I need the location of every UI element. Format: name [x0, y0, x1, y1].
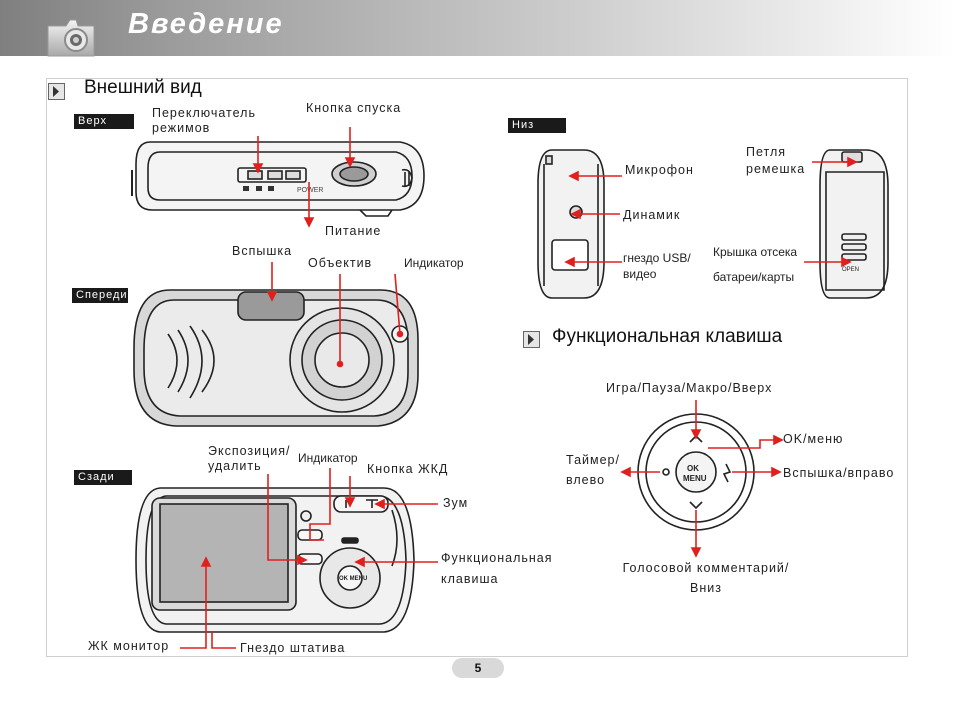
label-zoom: Зум	[443, 496, 469, 510]
tag-top: Верх	[74, 114, 134, 129]
label-lcd-monitor: ЖК монитор	[88, 639, 170, 653]
label-function-key-back: Функциональная клавиша	[441, 551, 553, 586]
label-shutter: Кнопка спуска	[306, 101, 402, 115]
label-fk-ok: OK/меню	[783, 432, 844, 446]
label-indicator-back: Индикатор	[298, 451, 358, 465]
label-power: Питание	[325, 224, 382, 238]
label-mode-switch: Переключатель режимов	[152, 106, 256, 135]
section-title-appearance: Внешний вид	[84, 77, 202, 98]
label-lens: Объектив	[308, 256, 373, 270]
label-exposure-delete: Экспозиция/ удалить	[208, 444, 291, 473]
label-fk-right: Вспышка/вправо	[783, 466, 895, 480]
label-speaker: Динамик	[623, 208, 681, 222]
label-strap: Петля ремешка	[746, 145, 806, 176]
label-lcd-button: Кнопка ЖКД	[367, 462, 449, 476]
camera-icon	[47, 19, 95, 57]
page-title: Введение	[128, 8, 284, 40]
tag-front: Спереди	[72, 288, 128, 303]
label-microphone: Микрофон	[625, 163, 694, 177]
page-number: 5	[452, 658, 504, 678]
label-fk-down: Голосовой комментарий/ Вниз	[622, 561, 790, 595]
label-usb-video: гнездо USB/видео	[623, 251, 691, 281]
section-title-function-key: Функциональная клавиша	[552, 326, 783, 347]
label-battery-cover: Крышка отсека батареи/карты	[713, 245, 798, 284]
section-bullet-icon	[523, 331, 540, 348]
tag-bottom: Низ	[508, 118, 566, 133]
label-fk-up: Игра/Пауза/Макро/Вверх	[606, 381, 773, 395]
label-tripod: Гнездо штатива	[240, 641, 346, 655]
tag-back: Сзади	[74, 470, 132, 485]
label-fk-left: Таймер/ влево	[566, 453, 620, 487]
label-flash: Вспышка	[232, 244, 293, 258]
content-frame	[46, 78, 908, 657]
label-indicator-front: Индикатор	[404, 256, 464, 270]
section-bullet-icon	[48, 83, 65, 100]
header-band	[0, 0, 954, 56]
